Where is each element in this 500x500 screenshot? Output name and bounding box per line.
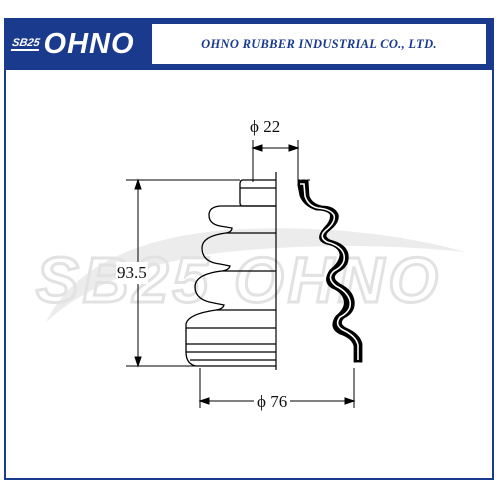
- header-bar: SB25 OHNO OHNO RUBBER INDUSTRIAL CO., LT…: [4, 18, 494, 70]
- watermark-swoosh: [46, 228, 466, 322]
- section-inner: [300, 183, 359, 360]
- label-height: 93.5: [116, 262, 148, 284]
- boot-right-section: [297, 179, 364, 363]
- bellow-3-left: [194, 270, 276, 311]
- label-outer-diameter: ϕ 76: [254, 392, 291, 412]
- bellow-2-left: [201, 232, 276, 272]
- watermark-text: SB25 OHNO: [36, 244, 442, 316]
- company-name-box: OHNO RUBBER INDUSTRIAL CO., LTD.: [152, 24, 486, 64]
- company-name: OHNO RUBBER INDUSTRIAL CO., LTD.: [201, 36, 437, 51]
- boot-left-outline: [185, 179, 276, 367]
- cuff-left: [185, 309, 276, 367]
- section-wall: [297, 179, 363, 363]
- bellow-1-left: [208, 205, 276, 234]
- neck-left: [239, 179, 276, 207]
- watermark-logo: SB25 OHNO: [35, 228, 466, 322]
- label-inner-diameter: ϕ 22: [248, 117, 283, 137]
- dim-inner-diameter: [251, 140, 300, 182]
- logo-text: OHNO: [43, 27, 135, 60]
- brand-logo: SB25 OHNO: [8, 18, 148, 70]
